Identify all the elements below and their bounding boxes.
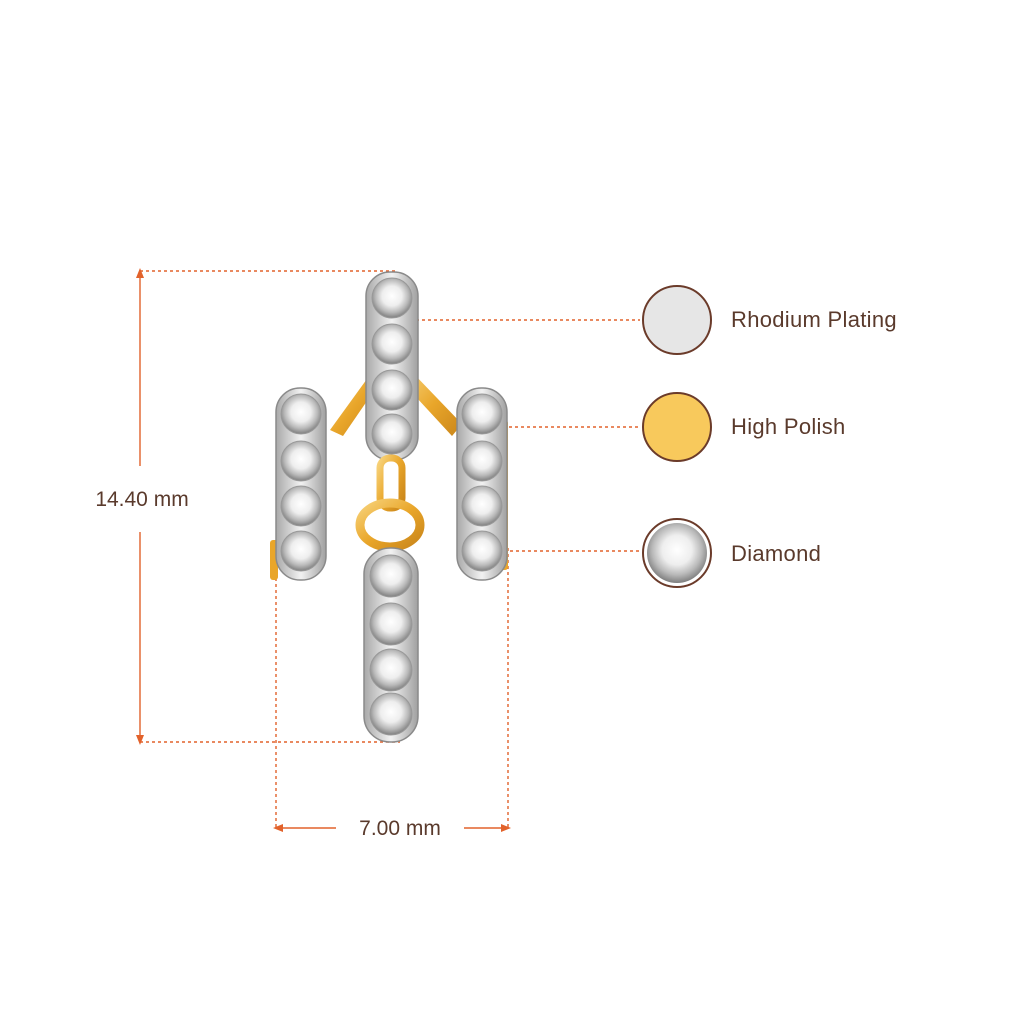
material-legend: Rhodium Plating High Polish Diamond (642, 285, 897, 588)
rhodium-swatch-icon (642, 285, 712, 355)
gold-bail (376, 454, 406, 512)
diamond-stone (369, 692, 413, 736)
left-diamond-bar (275, 387, 327, 581)
diamond-stone (280, 530, 322, 572)
arrowhead-right-icon (501, 824, 511, 832)
legend-item-rhodium: Rhodium Plating (642, 285, 897, 355)
legend-label-high-polish: High Polish (731, 414, 846, 439)
diamond-stone (369, 554, 413, 598)
diamond-stones (280, 277, 503, 736)
center-bottom-stones (369, 554, 413, 736)
width-dimension-label: 7.00 mm (359, 817, 441, 840)
diamond-stone (280, 485, 322, 527)
gold-jump-ring (355, 498, 425, 552)
legend-item-diamond: Diamond (642, 518, 821, 588)
diamond-stone (371, 323, 413, 365)
legend-item-high-polish: High Polish (642, 392, 846, 462)
center-top-stones (371, 277, 413, 455)
diamond-stone (369, 648, 413, 692)
diamond-stone (371, 277, 413, 319)
earring-illustration (270, 271, 508, 743)
diamond-swatch-stone (647, 523, 707, 583)
legend-label-diamond: Diamond (731, 541, 821, 566)
diamond-stone (461, 440, 503, 482)
diamond-stone (280, 440, 322, 482)
diamond-stone (461, 530, 503, 572)
gold-swatch-icon (642, 392, 712, 462)
diamond-stone (371, 369, 413, 411)
right-bar-stones (461, 393, 503, 572)
dimension-lines (139, 270, 640, 830)
diamond-stone (369, 602, 413, 646)
diamond-stone (371, 413, 413, 455)
arrowhead-left-icon (273, 824, 283, 832)
arrowhead-up-icon (136, 268, 144, 278)
arrowhead-down-icon (136, 735, 144, 745)
legend-label-rhodium: Rhodium Plating (731, 307, 897, 332)
right-diamond-bar (456, 387, 508, 581)
height-dimension-label: 14.40 mm (95, 488, 188, 511)
diamond-stone (461, 485, 503, 527)
diamond-stone (280, 393, 322, 435)
diamond-stone (461, 393, 503, 435)
left-bar-stones (280, 393, 322, 572)
